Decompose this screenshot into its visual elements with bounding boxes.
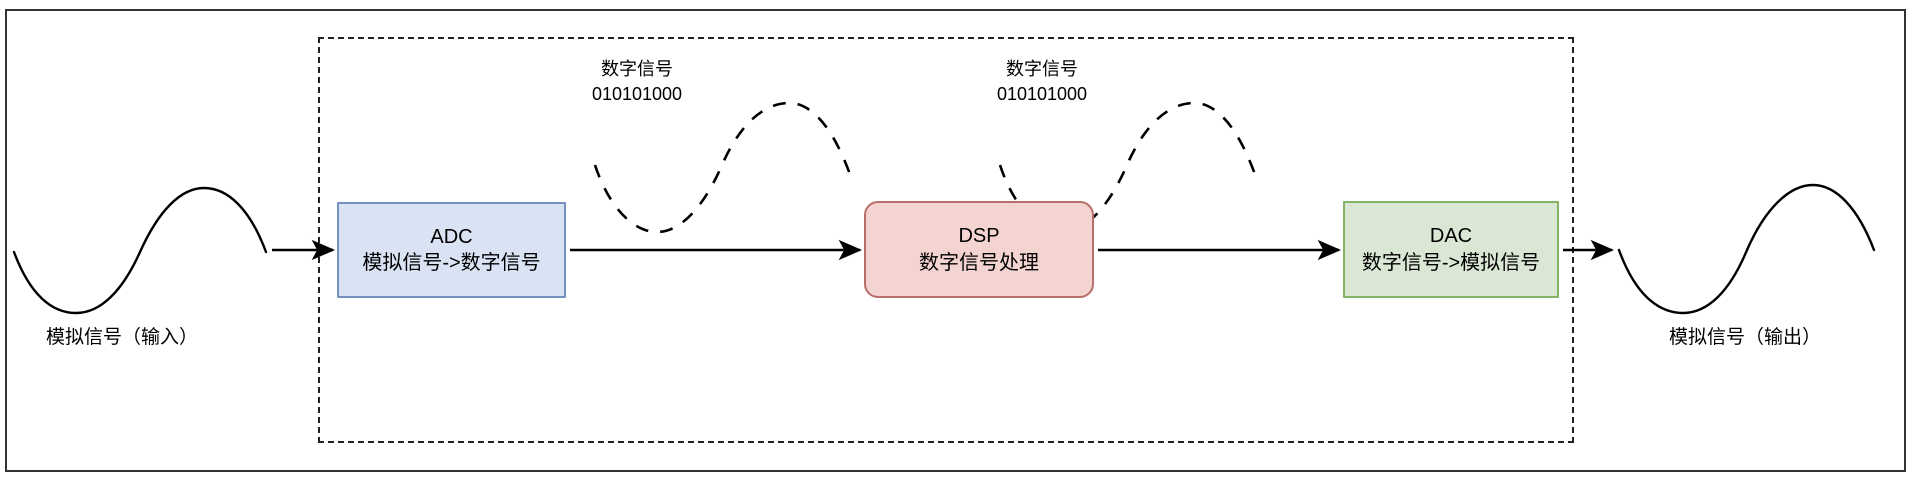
label-digital-signal-2-line1: 数字信号 (1006, 59, 1078, 79)
node-dsp[interactable]: DSP 数字信号处理 (864, 201, 1094, 298)
label-analog-output: 模拟信号（输出） (1668, 327, 1821, 348)
label-digital-signal-1-line1: 数字信号 (601, 59, 673, 79)
label-digital-signal-2-line2: 010101000 (996, 83, 1088, 104)
node-dsp-subtitle: 数字信号处理 (919, 251, 1039, 274)
node-adc[interactable]: ADC 模拟信号->数字信号 (337, 202, 566, 298)
label-digital-signal-2: 数字信号 010101000 (942, 57, 1142, 107)
label-digital-signal-1: 数字信号 010101000 (537, 57, 737, 107)
node-dac-title: DAC (1429, 225, 1473, 248)
outer-frame-border (5, 9, 1906, 472)
node-adc-subtitle: 模拟信号->数字信号 (362, 252, 541, 274)
label-digital-signal-1-line2: 010101000 (591, 83, 683, 104)
node-dsp-title: DSP (958, 225, 1000, 248)
node-dac-subtitle: 数字信号->模拟信号 (1361, 251, 1541, 274)
node-adc-title: ADC (430, 225, 473, 248)
node-dac[interactable]: DAC 数字信号->模拟信号 (1343, 201, 1559, 298)
label-analog-input: 模拟信号（输入） (45, 327, 198, 348)
